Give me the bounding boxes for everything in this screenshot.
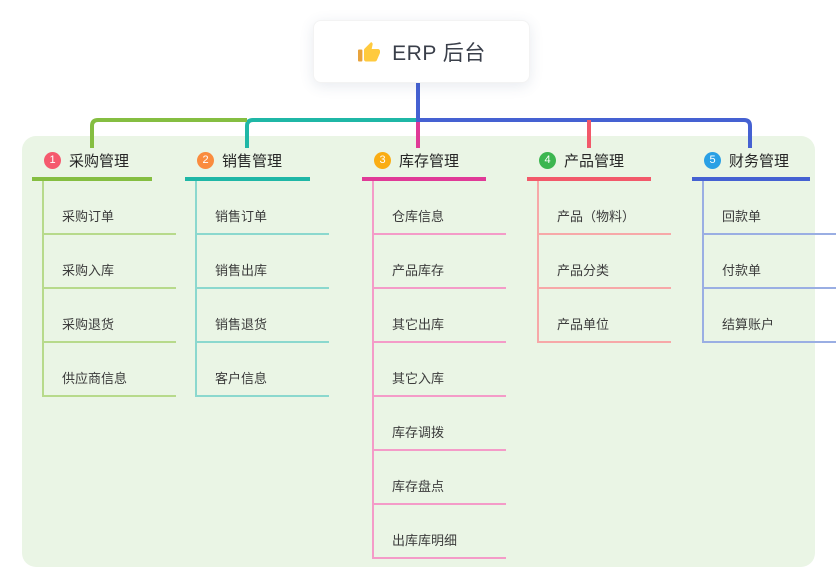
- branch-header-2[interactable]: 2 销售管理: [185, 150, 310, 181]
- root-node[interactable]: ERP 后台: [313, 20, 530, 83]
- branch-label: 财务管理: [729, 152, 790, 170]
- branch-number-badge: 5: [704, 151, 721, 169]
- branch-3: 3 库存管理仓库信息产品库存其它出库其它入库库存调拨库存盘点出库库明细: [362, 150, 506, 559]
- branch-children: 回款单付款单结算账户: [702, 181, 836, 343]
- branch-header-3[interactable]: 3 库存管理: [362, 150, 486, 181]
- branch-children: 销售订单销售出库销售退货客户信息: [195, 181, 329, 397]
- child-node[interactable]: 产品单位: [539, 289, 671, 343]
- branch-children: 产品（物料）产品分类产品单位: [537, 181, 671, 343]
- branch-header-4[interactable]: 4 产品管理: [527, 150, 651, 181]
- child-node[interactable]: 库存盘点: [374, 451, 506, 505]
- branch-children: 采购订单采购入库采购退货供应商信息: [42, 181, 176, 397]
- child-node[interactable]: 其它入库: [374, 343, 506, 397]
- child-node[interactable]: 结算账户: [704, 289, 836, 343]
- child-node[interactable]: 采购入库: [44, 235, 176, 289]
- branch-header-5[interactable]: 5 财务管理: [692, 150, 810, 181]
- branch-label: 产品管理: [564, 152, 625, 170]
- branch-5: 5 财务管理回款单付款单结算账户: [692, 150, 836, 343]
- branches-panel: [22, 136, 815, 567]
- branch-label: 采购管理: [69, 152, 130, 170]
- child-node[interactable]: 销售退货: [197, 289, 329, 343]
- child-node[interactable]: 付款单: [704, 235, 836, 289]
- branch-number-badge: 4: [539, 151, 556, 169]
- child-node[interactable]: 产品库存: [374, 235, 506, 289]
- child-node[interactable]: 出库库明细: [374, 505, 506, 559]
- branch-label: 销售管理: [222, 152, 283, 170]
- child-node[interactable]: 仓库信息: [374, 181, 506, 235]
- branch-4: 4 产品管理产品（物料）产品分类产品单位: [527, 150, 671, 343]
- branch-children: 仓库信息产品库存其它出库其它入库库存调拨库存盘点出库库明细: [372, 181, 506, 559]
- branch-label: 库存管理: [399, 152, 460, 170]
- branch-number-badge: 2: [197, 151, 214, 169]
- thumbs-up-icon: [357, 40, 381, 64]
- child-node[interactable]: 采购退货: [44, 289, 176, 343]
- child-node[interactable]: 销售订单: [197, 181, 329, 235]
- branch-1: 1 采购管理采购订单采购入库采购退货供应商信息: [32, 150, 176, 397]
- branch-number-badge: 1: [44, 151, 61, 169]
- branch-number-badge: 3: [374, 151, 391, 169]
- child-node[interactable]: 产品（物料）: [539, 181, 671, 235]
- child-node[interactable]: 客户信息: [197, 343, 329, 397]
- child-node[interactable]: 库存调拨: [374, 397, 506, 451]
- child-node[interactable]: 回款单: [704, 181, 836, 235]
- child-node[interactable]: 采购订单: [44, 181, 176, 235]
- child-node[interactable]: 销售出库: [197, 235, 329, 289]
- branch-2: 2 销售管理销售订单销售出库销售退货客户信息: [185, 150, 329, 397]
- root-title: ERP 后台: [392, 41, 486, 65]
- child-node[interactable]: 产品分类: [539, 235, 671, 289]
- child-node[interactable]: 其它出库: [374, 289, 506, 343]
- child-node[interactable]: 供应商信息: [44, 343, 176, 397]
- branch-header-1[interactable]: 1 采购管理: [32, 150, 152, 181]
